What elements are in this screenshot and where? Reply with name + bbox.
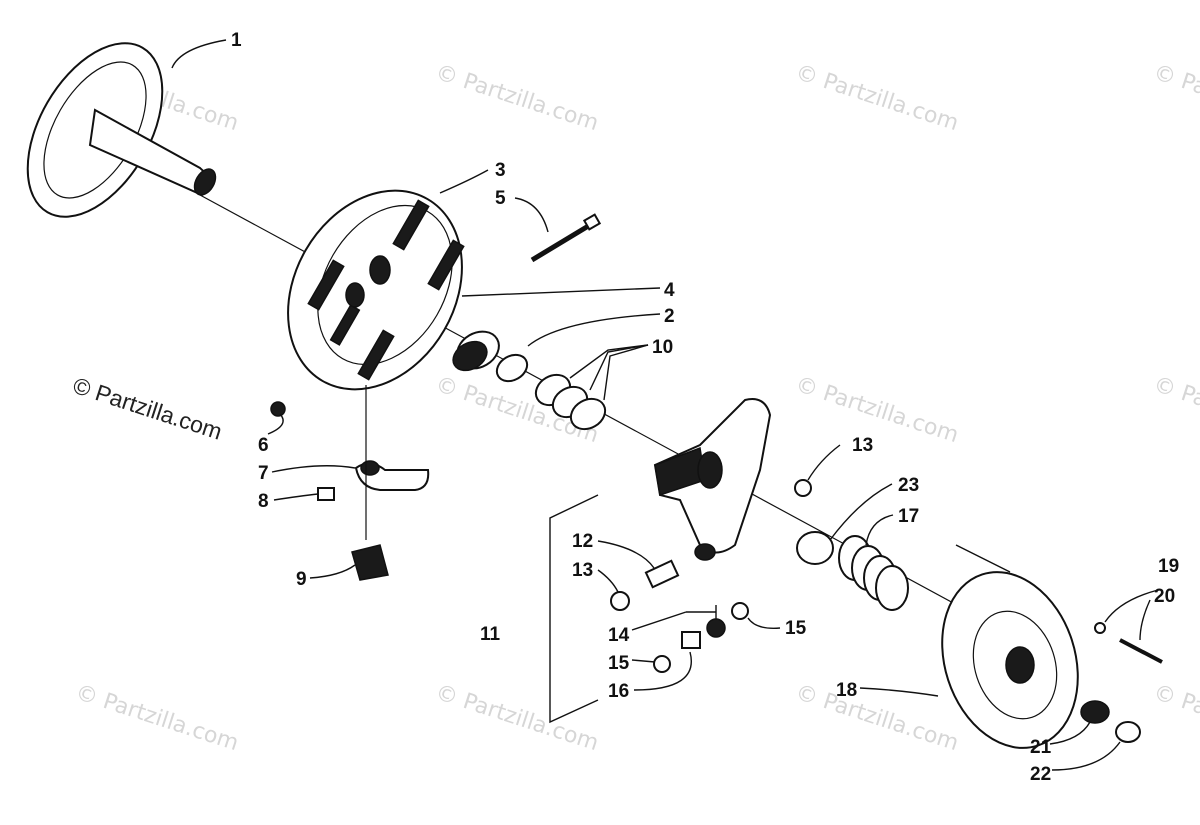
callout-5: 5 — [495, 188, 506, 209]
part-4-bushing — [452, 330, 500, 372]
callout-16: 16 — [608, 681, 629, 702]
callout-19: 19 — [1158, 556, 1179, 577]
part-17-spring — [838, 535, 909, 611]
part-2-snap-ring — [495, 353, 529, 383]
part-23-nut — [796, 531, 834, 565]
part-16-bushing — [681, 631, 701, 649]
part-10-washers — [534, 373, 607, 431]
callout-20: 20 — [1154, 586, 1175, 607]
callout-6: 6 — [258, 435, 269, 456]
part-6-nut — [270, 401, 286, 417]
part-13-roller — [794, 479, 812, 497]
callout-11: 11 — [480, 624, 501, 645]
callout-4: 4 — [664, 280, 675, 301]
part-14-bushing — [706, 618, 726, 638]
part-9-clip — [351, 544, 389, 581]
callout-20-wrap: 20 — [1154, 586, 1175, 607]
leader-lines — [171, 39, 1159, 771]
part-3-movable-sheave — [287, 189, 465, 391]
part-1-fixed-sheave — [26, 42, 217, 218]
part-15-washer — [653, 655, 671, 673]
callout-8: 8 — [258, 491, 269, 512]
callout-10: 10 — [652, 337, 673, 358]
part-21-bushing — [1080, 700, 1110, 724]
callout-22: 22 — [1030, 764, 1051, 785]
callout-2: 2 — [664, 306, 675, 327]
callout-15: 15 — [785, 618, 807, 639]
part-11-spider-arm — [653, 398, 772, 561]
part-15-washer — [731, 602, 749, 620]
part-22-snap-ring — [1115, 721, 1141, 743]
part-18-cover-plate — [941, 571, 1079, 749]
callout-3: 3 — [495, 160, 506, 181]
part-19-washer — [1094, 622, 1106, 634]
callout-9: 9 — [296, 569, 307, 590]
callout-23: 23 — [898, 475, 919, 496]
callout-18: 18 — [836, 680, 857, 701]
callout-13: 13 — [852, 435, 873, 456]
callout-21: 21 — [1030, 737, 1052, 758]
part-11-bracket — [549, 494, 599, 724]
part-12-pin — [644, 559, 680, 589]
part-13-roller — [610, 591, 630, 611]
part-8-pin — [317, 487, 335, 501]
part-20-screw — [1119, 638, 1163, 664]
callout-7: 7 — [258, 463, 269, 484]
callout-1: 1 — [231, 30, 242, 51]
callout-15: 15 — [608, 653, 630, 674]
part-7-cam-arm — [354, 460, 430, 491]
callout-17: 17 — [898, 506, 919, 527]
part-5-bolt — [530, 213, 602, 263]
callout-12: 12 — [572, 531, 593, 552]
callout-14: 14 — [608, 625, 630, 646]
callout-13: 13 — [572, 560, 593, 581]
